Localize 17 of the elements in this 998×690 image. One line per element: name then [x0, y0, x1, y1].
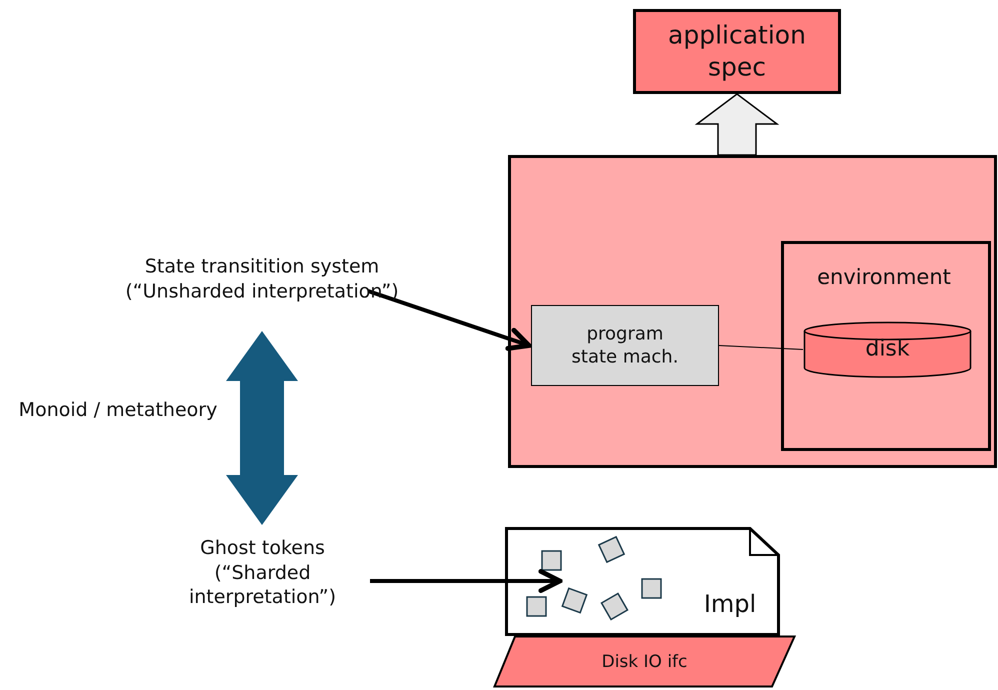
environment-box — [781, 241, 991, 451]
node-label: Disk IO ifc — [600, 650, 688, 673]
node-label: application spec — [667, 19, 807, 84]
annotation-text: State transitition system (“Unsharded interpretation”) — [124, 254, 400, 304]
connector-line — [718, 345, 804, 350]
node-label: disk — [864, 335, 911, 364]
arrow — [370, 569, 562, 593]
system-box — [508, 155, 997, 468]
double-arrow — [226, 331, 298, 525]
block-arrow — [694, 93, 780, 156]
annotation-text: Ghost tokens (“Sharded interpretation”) — [188, 536, 338, 610]
state-machine-box — [531, 305, 719, 386]
node-label: Impl — [702, 589, 758, 620]
node-label: environment — [816, 264, 952, 291]
node-label: program state mach. — [570, 322, 680, 369]
arrow — [367, 289, 532, 351]
spec-box — [633, 9, 841, 94]
